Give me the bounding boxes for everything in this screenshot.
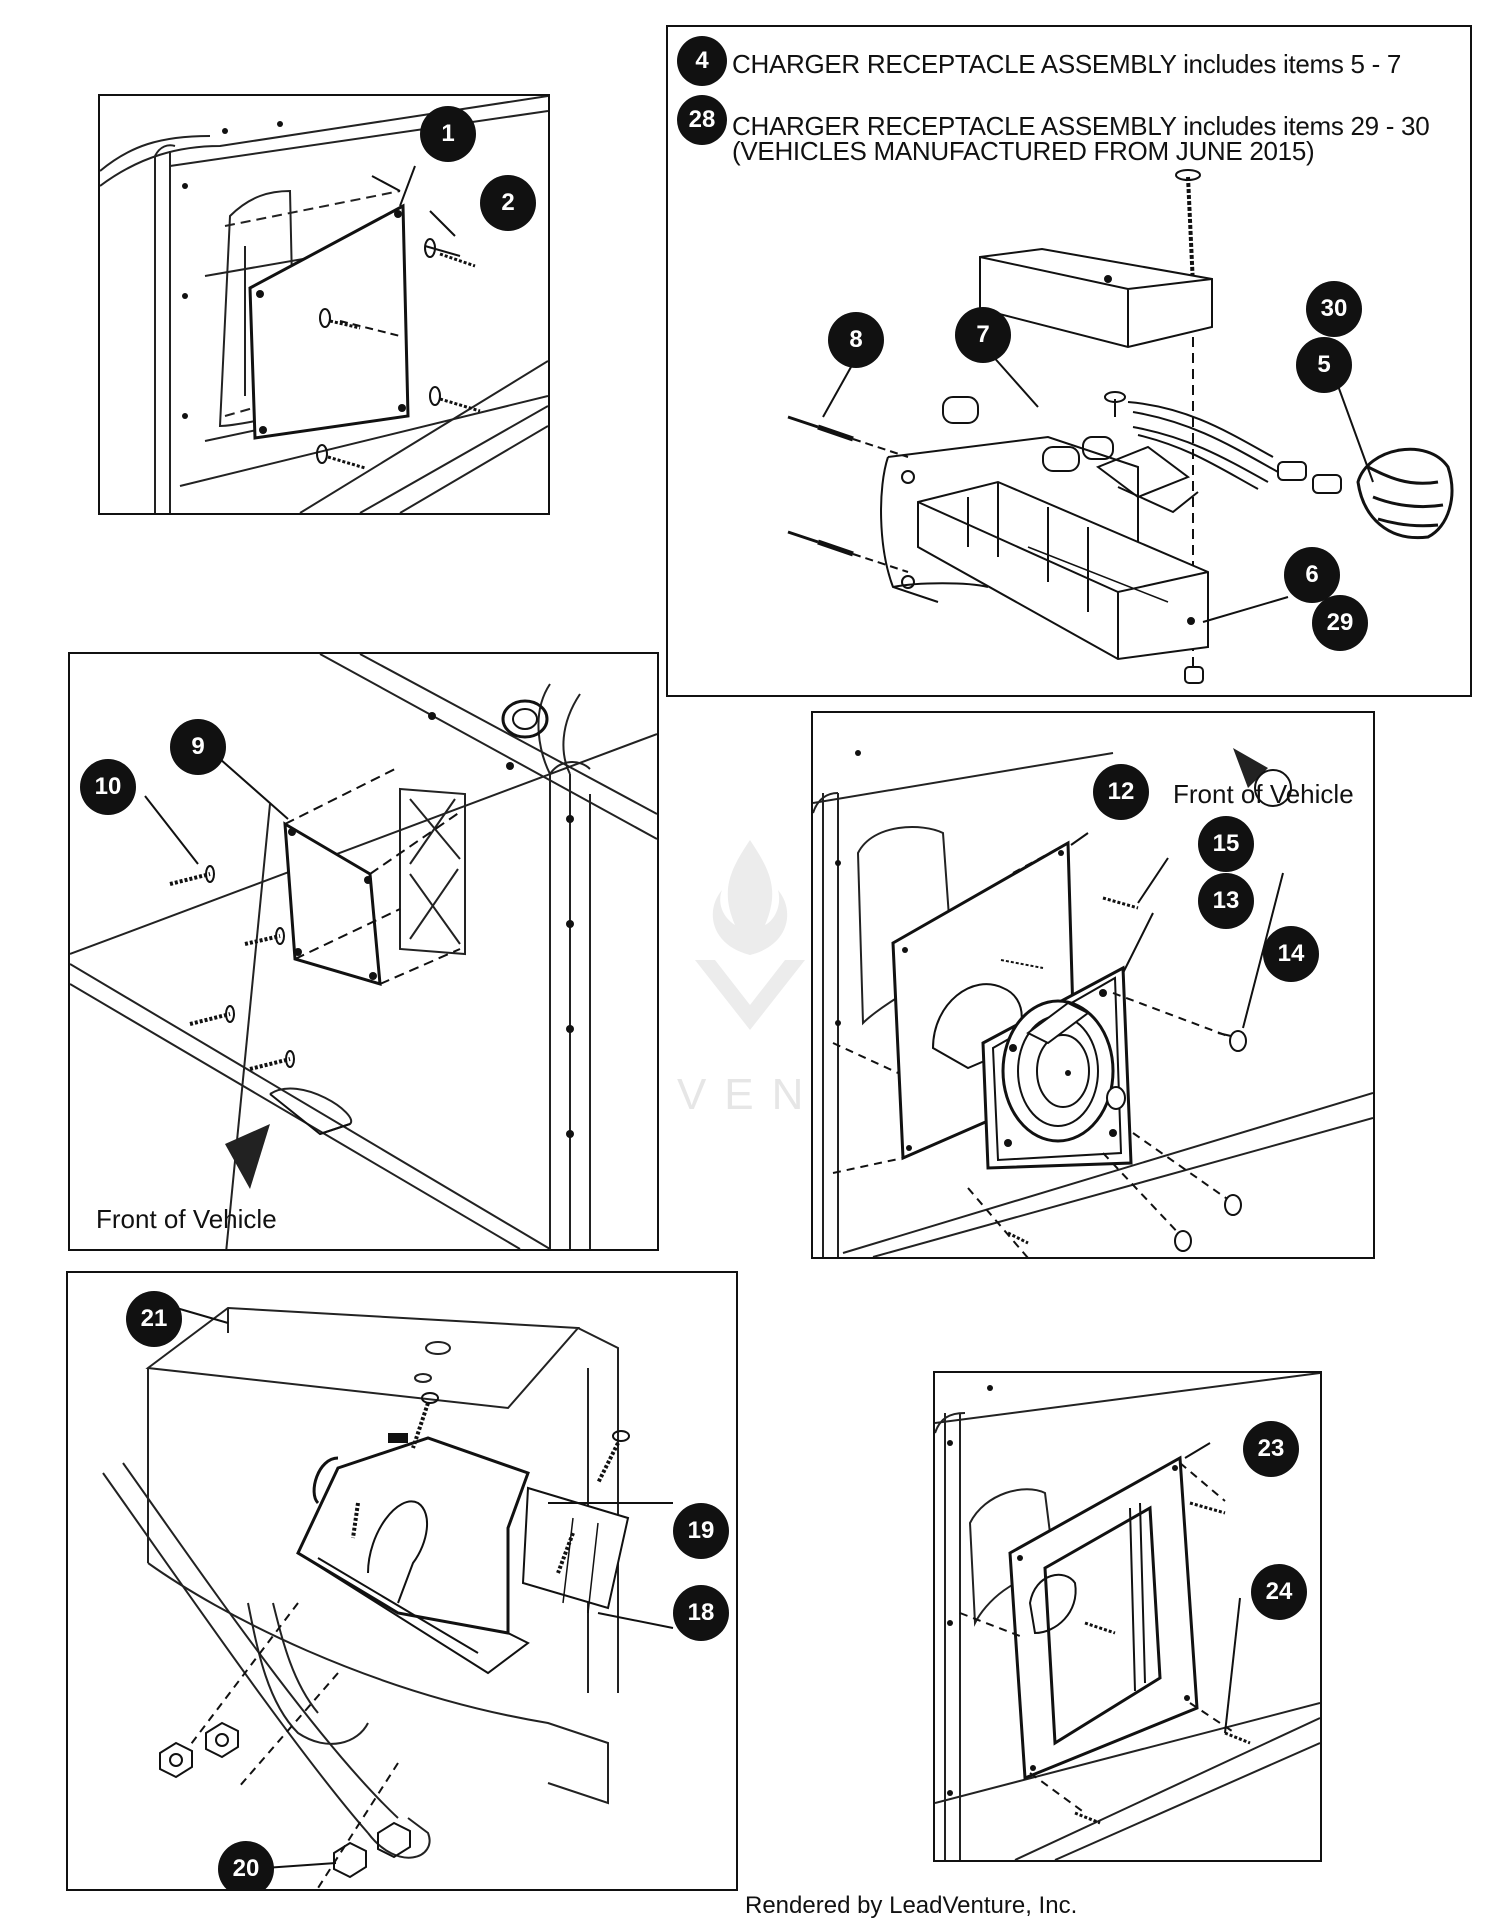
panel-cover-plate-9: 9 10 Front of Vehicle (68, 652, 659, 1251)
callout-2: 2 (480, 175, 536, 231)
callout-29: 29 (1312, 595, 1368, 651)
panel-receptacle-flange: 12 15 13 14 Front of Vehicle (811, 711, 1375, 1259)
callout-5: 5 (1296, 337, 1352, 393)
callout-1: 1 (420, 106, 476, 162)
bracket-assembly-drawing (102, 1306, 674, 1889)
callout-9: 9 (170, 719, 226, 775)
callout-7: 7 (955, 307, 1011, 363)
receptacle-flange-drawing (813, 748, 1373, 1257)
front-of-vehicle-label-2: Front of Vehicle (1173, 779, 1354, 809)
callout-8: 8 (828, 312, 884, 368)
front-of-vehicle-label-1: Front of Vehicle (96, 1204, 277, 1234)
callout-24: 24 (1251, 1564, 1307, 1620)
cover-plate-9-drawing (70, 654, 657, 1249)
leadventure-logo-watermark (695, 840, 805, 1030)
callout-15: 15 (1198, 816, 1254, 872)
cover-plate-drawing (100, 96, 548, 513)
callout-19: 19 (673, 1503, 729, 1559)
panel-bracket-assembly: 21 19 18 20 (66, 1271, 738, 1891)
callout-6: 6 (1284, 547, 1340, 603)
receptacle-assembly-drawing (787, 169, 1454, 684)
note-assembly-28-date: (VEHICLES MANUFACTURED FROM JUNE 2015) (732, 136, 1315, 166)
panel-bezel-frame: 23 24 (933, 1371, 1322, 1862)
note-assembly-4: CHARGER RECEPTACLE ASSEMBLY includes ite… (732, 49, 1402, 79)
callout-14: 14 (1263, 926, 1319, 982)
callout-28: 28 (677, 95, 727, 145)
callout-12: 12 (1093, 764, 1149, 820)
footer-credit: Rendered by LeadVenture, Inc. (745, 1892, 1078, 1919)
callout-10: 10 (80, 759, 136, 815)
bezel-frame-drawing (935, 1373, 1320, 1860)
panel-charger-receptacle-assembly: 4 CHARGER RECEPTACLE ASSEMBLY includes i… (666, 25, 1472, 697)
panel-cover-plate: 1 2 (98, 94, 550, 515)
callout-23: 23 (1243, 1421, 1299, 1477)
callout-4: 4 (677, 36, 727, 86)
note-assembly-28: CHARGER RECEPTACLE ASSEMBLY includes ite… (732, 111, 1430, 141)
callout-21: 21 (126, 1291, 182, 1347)
callout-18: 18 (673, 1585, 729, 1641)
callout-20: 20 (218, 1841, 274, 1889)
callout-30: 30 (1306, 281, 1362, 337)
callout-13: 13 (1198, 873, 1254, 929)
